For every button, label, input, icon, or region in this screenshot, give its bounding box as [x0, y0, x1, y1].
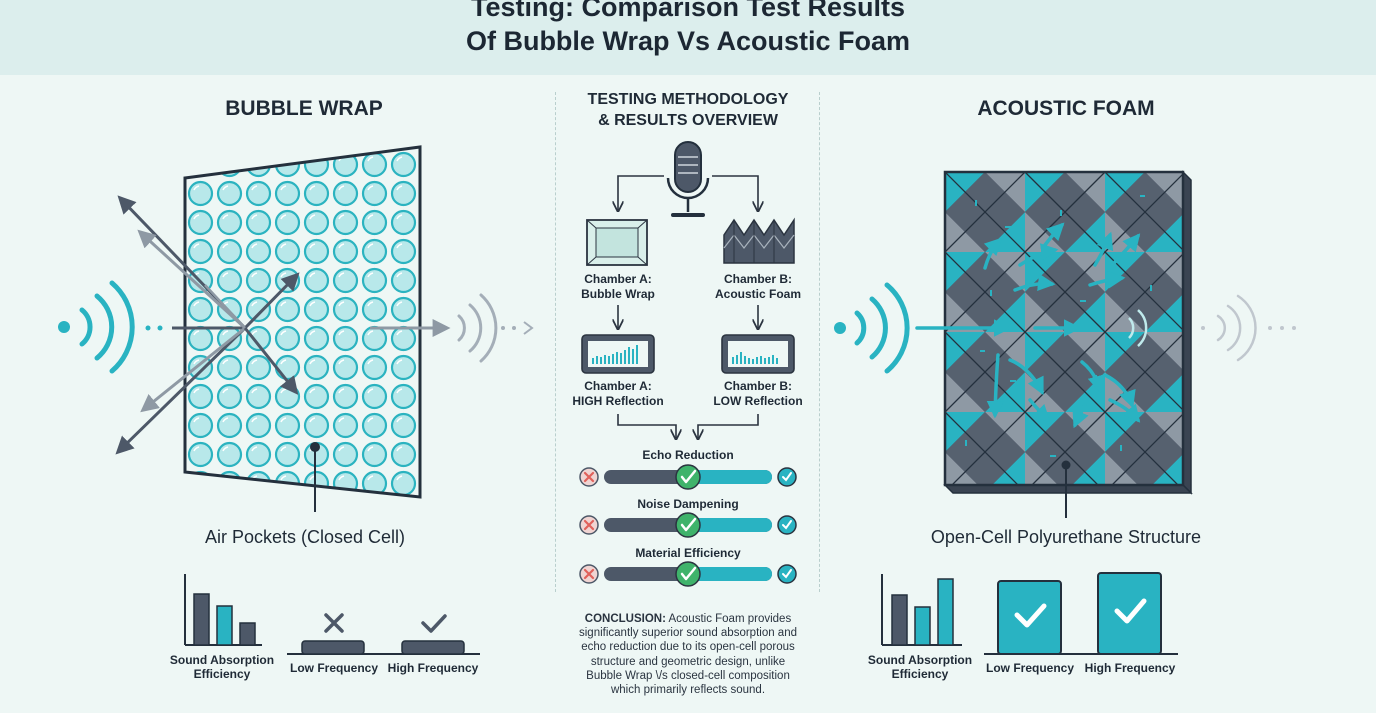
faded-sound-wave-icon — [457, 293, 534, 363]
conclusion-text: CONCLUSION: Acoustic Foam provides signi… — [572, 612, 804, 697]
metric-slider-echo-reduction — [579, 464, 797, 490]
chamber-a-meter-icon — [581, 334, 655, 374]
chamber-a-label-line-1: Chamber A: — [584, 272, 652, 286]
bar — [239, 622, 256, 646]
check-icon — [421, 614, 447, 633]
reflection-arrows — [115, 195, 451, 455]
left-absorption-chart — [184, 574, 262, 646]
cross-icon — [324, 613, 344, 633]
result-b-label-line-2: LOW Reflection — [713, 394, 803, 408]
metric-label-noise-dampening: Noise Dampening — [637, 497, 739, 511]
page-title-line-2: Of Bubble Wrap Vs Acoustic Foam — [465, 26, 911, 56]
bubble-wrap-illustration — [58, 145, 534, 512]
right-frequency-chart — [984, 572, 1178, 655]
acoustic-foam-callout: Open-Cell Polyurethane Structure — [930, 527, 1202, 547]
metric-label-material-efficiency: Material Efficiency — [635, 546, 741, 560]
left-high-frequency-label: High Frequency — [387, 661, 479, 675]
chamber-a-label-line-2: Bubble Wrap — [581, 287, 655, 301]
result-a-label-line-1: Chamber A: — [584, 379, 652, 393]
bar — [193, 593, 210, 646]
metric-label-echo-reduction: Echo Reduction — [642, 448, 734, 462]
chamber-b-label-line-2: Acoustic Foam — [714, 287, 801, 301]
metric-slider-material-efficiency — [579, 561, 797, 587]
right-absorption-chart — [881, 574, 962, 646]
sound-wave-icon — [58, 280, 163, 374]
flow-arrow — [618, 175, 664, 210]
left-chart-label-line-1: Sound Absorption — [169, 653, 275, 667]
right-chart-label-line-1: Sound Absorption — [867, 653, 973, 667]
check-icon — [1114, 598, 1147, 624]
bubble-wrap-sheet — [183, 145, 422, 499]
bar — [216, 605, 233, 646]
left-chart-label-line-2: Efficiency — [193, 667, 251, 681]
flow-arrow — [712, 175, 758, 210]
methodology-heading-line-1: TESTING METHODOLOGY — [587, 91, 789, 108]
conclusion-body: Acoustic Foam provides significantly sup… — [579, 613, 797, 697]
low-frequency-bar — [997, 580, 1062, 655]
left-frequency-chart — [287, 613, 480, 655]
right-high-frequency-label: High Frequency — [1084, 661, 1176, 675]
methodology-heading-line-2: & RESULTS OVERVIEW — [598, 112, 778, 129]
check-icon — [1014, 603, 1047, 628]
left-low-frequency-label: Low Frequency — [289, 661, 378, 675]
microphone-icon — [666, 141, 710, 217]
chamber-b-meter-icon — [721, 334, 795, 374]
chamber-b-icon — [723, 217, 795, 264]
acoustic-foam-illustration — [834, 170, 1296, 518]
right-chart-label-line-2: Efficiency — [891, 667, 949, 681]
right-low-frequency-label: Low Frequency — [985, 661, 1074, 675]
chamber-b-label-line-1: Chamber B: — [723, 272, 792, 286]
bar — [891, 594, 908, 646]
divider-right — [819, 92, 820, 592]
bubble-wrap-heading: BUBBLE WRAP — [225, 97, 383, 120]
flow-arrow — [698, 414, 759, 438]
flow-arrow — [617, 414, 676, 438]
bar — [914, 606, 931, 646]
header-banner: Testing: Comparison Test Results Of Bubb… — [0, 0, 1376, 75]
high-frequency-bar — [1097, 572, 1162, 655]
page-title-line-1: Testing: Comparison Test Results — [470, 0, 906, 22]
sound-wave-icon — [834, 282, 910, 374]
divider-left — [555, 92, 556, 592]
faded-sound-wave-icon — [1128, 294, 1296, 362]
acoustic-foam-heading: ACOUSTIC FOAM — [977, 97, 1155, 120]
metric-slider-noise-dampening — [579, 512, 797, 538]
result-b-label-line-1: Chamber B: — [723, 379, 792, 393]
conclusion-label: CONCLUSION: — [584, 613, 666, 625]
bubble-wrap-callout: Air Pockets (Closed Cell) — [204, 527, 406, 547]
chamber-a-icon — [586, 219, 648, 266]
bar — [937, 578, 954, 646]
result-a-label-line-2: HIGH Reflection — [572, 394, 664, 408]
absorption-arrows — [915, 222, 1141, 429]
